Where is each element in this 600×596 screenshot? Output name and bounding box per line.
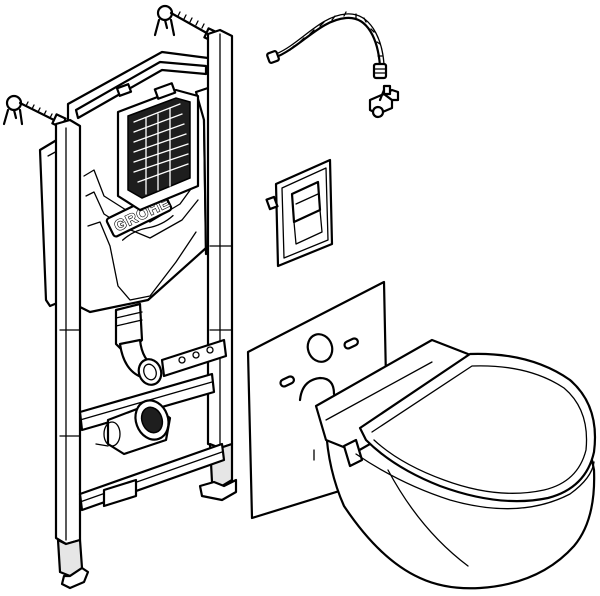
flush-mechanism xyxy=(115,82,200,212)
installation-frame: GROHE xyxy=(2,4,238,590)
frame-crossbar-upper xyxy=(160,338,228,378)
drain-pipe xyxy=(114,302,163,386)
flush-plate-icon xyxy=(265,158,334,268)
outlet-connector xyxy=(95,399,172,456)
angle-valve xyxy=(368,84,400,119)
flex-hose xyxy=(266,11,388,80)
toilet-bowl xyxy=(314,338,597,590)
frame-post-left xyxy=(54,118,90,590)
frame-crossbar-lower xyxy=(78,442,226,512)
